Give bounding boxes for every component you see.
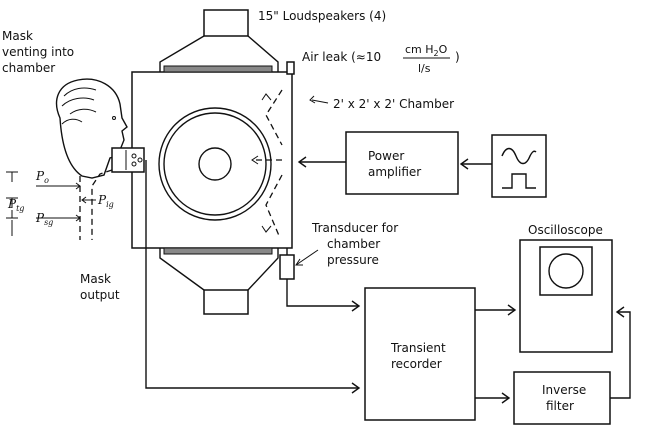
airflow-arrowhead-middle (251, 155, 259, 165)
front-loudspeaker-cone (198, 147, 232, 181)
mask-output-label-line1: Mask (80, 272, 111, 286)
pressure-markers (6, 171, 96, 236)
front-loudspeaker-rim (163, 112, 267, 216)
hair-lines (61, 87, 97, 125)
p-ig-label: Pig (97, 193, 114, 209)
top-speaker-magnet (203, 9, 249, 37)
oscilloscope-label: Oscilloscope (528, 223, 603, 237)
transducer-label-line1: Transducer for (311, 221, 398, 235)
transducer-to-recorder-line (286, 289, 358, 307)
p-o-label: Po (35, 169, 49, 185)
filter-to-scope-line (610, 311, 631, 399)
mask-venting-label-line3: chamber (2, 61, 55, 75)
mask-venting-label-line1: Mask (2, 29, 33, 43)
loudspeakers-label: 15" Loudspeakers (4) (258, 9, 386, 23)
bottom-speaker-magnet (203, 289, 249, 315)
eye (112, 116, 116, 120)
transducer-leader (295, 249, 319, 266)
airflow-path-lower (265, 174, 283, 239)
transient-recorder-box (364, 287, 476, 421)
p-tg-label: Ptg (7, 197, 24, 213)
airway-front (91, 169, 113, 240)
svg-text:cm H2O: cm H2O (405, 43, 448, 58)
airflow-path-upper (265, 89, 283, 146)
inverse-filter-label-line2: filter (546, 399, 574, 413)
power-amplifier-label-line2: amplifier (368, 165, 421, 179)
bottom-speaker-grille (163, 247, 273, 255)
bottom-speaker-cone (159, 248, 279, 291)
bottom-loudspeaker (159, 247, 279, 315)
mask-vent-hole-3 (137, 157, 143, 163)
amp-to-chamber-arrow (297, 156, 307, 168)
p-sg-label: Psg (35, 211, 53, 227)
mask-output-label-line2: output (80, 288, 120, 302)
mask-output-to-recorder-line (145, 160, 358, 389)
transducer-label-line3: pressure (327, 253, 379, 267)
airflow-arrowhead-upper (261, 93, 272, 101)
svg-text:Air leak (≈10: Air leak (≈10 (302, 50, 381, 64)
inverse-filter-box (513, 371, 611, 425)
top-loudspeaker (159, 9, 279, 73)
air-leak-port (286, 61, 295, 75)
transient-recorder-label-line1: Transient (390, 341, 446, 355)
inverse-filter-label-line1: Inverse (542, 383, 586, 397)
chamber (131, 71, 293, 249)
chamber-label-leader (311, 99, 329, 104)
transient-recorder-label-line2: recorder (391, 357, 442, 371)
mask-venting-label-line2: venting into (2, 45, 74, 59)
front-loudspeaker-outer (158, 107, 272, 221)
mask-body (111, 147, 145, 173)
transducer-label-line2: chamber (327, 237, 380, 251)
square-pulse-icon (502, 173, 536, 189)
air-leak-label: Air leak (≈10 cm H2O l/s ) (302, 43, 460, 75)
chamber-leader-arrow (309, 95, 316, 104)
mask-vent-hole-1 (131, 153, 137, 159)
sine-wave-icon (501, 147, 537, 165)
transducer-body (279, 254, 295, 280)
chamber-label: 2' x 2' x 2' Chamber (333, 97, 454, 111)
top-speaker-cone (159, 35, 279, 72)
oscilloscope-display-circle (548, 253, 584, 289)
power-amplifier-label-line1: Power (368, 149, 404, 163)
svg-text:): ) (455, 50, 460, 64)
mask (111, 147, 145, 173)
generator-to-amp-arrow (459, 158, 469, 170)
top-speaker-grille (163, 65, 273, 73)
svg-text:l/s: l/s (418, 62, 431, 75)
mask-vent-hole-2 (131, 161, 137, 167)
signal-generator-box (491, 134, 547, 198)
power-amplifier-box (345, 131, 459, 195)
airflow-arrowhead-lower (261, 225, 272, 233)
human-head-profile-icon (55, 78, 128, 179)
